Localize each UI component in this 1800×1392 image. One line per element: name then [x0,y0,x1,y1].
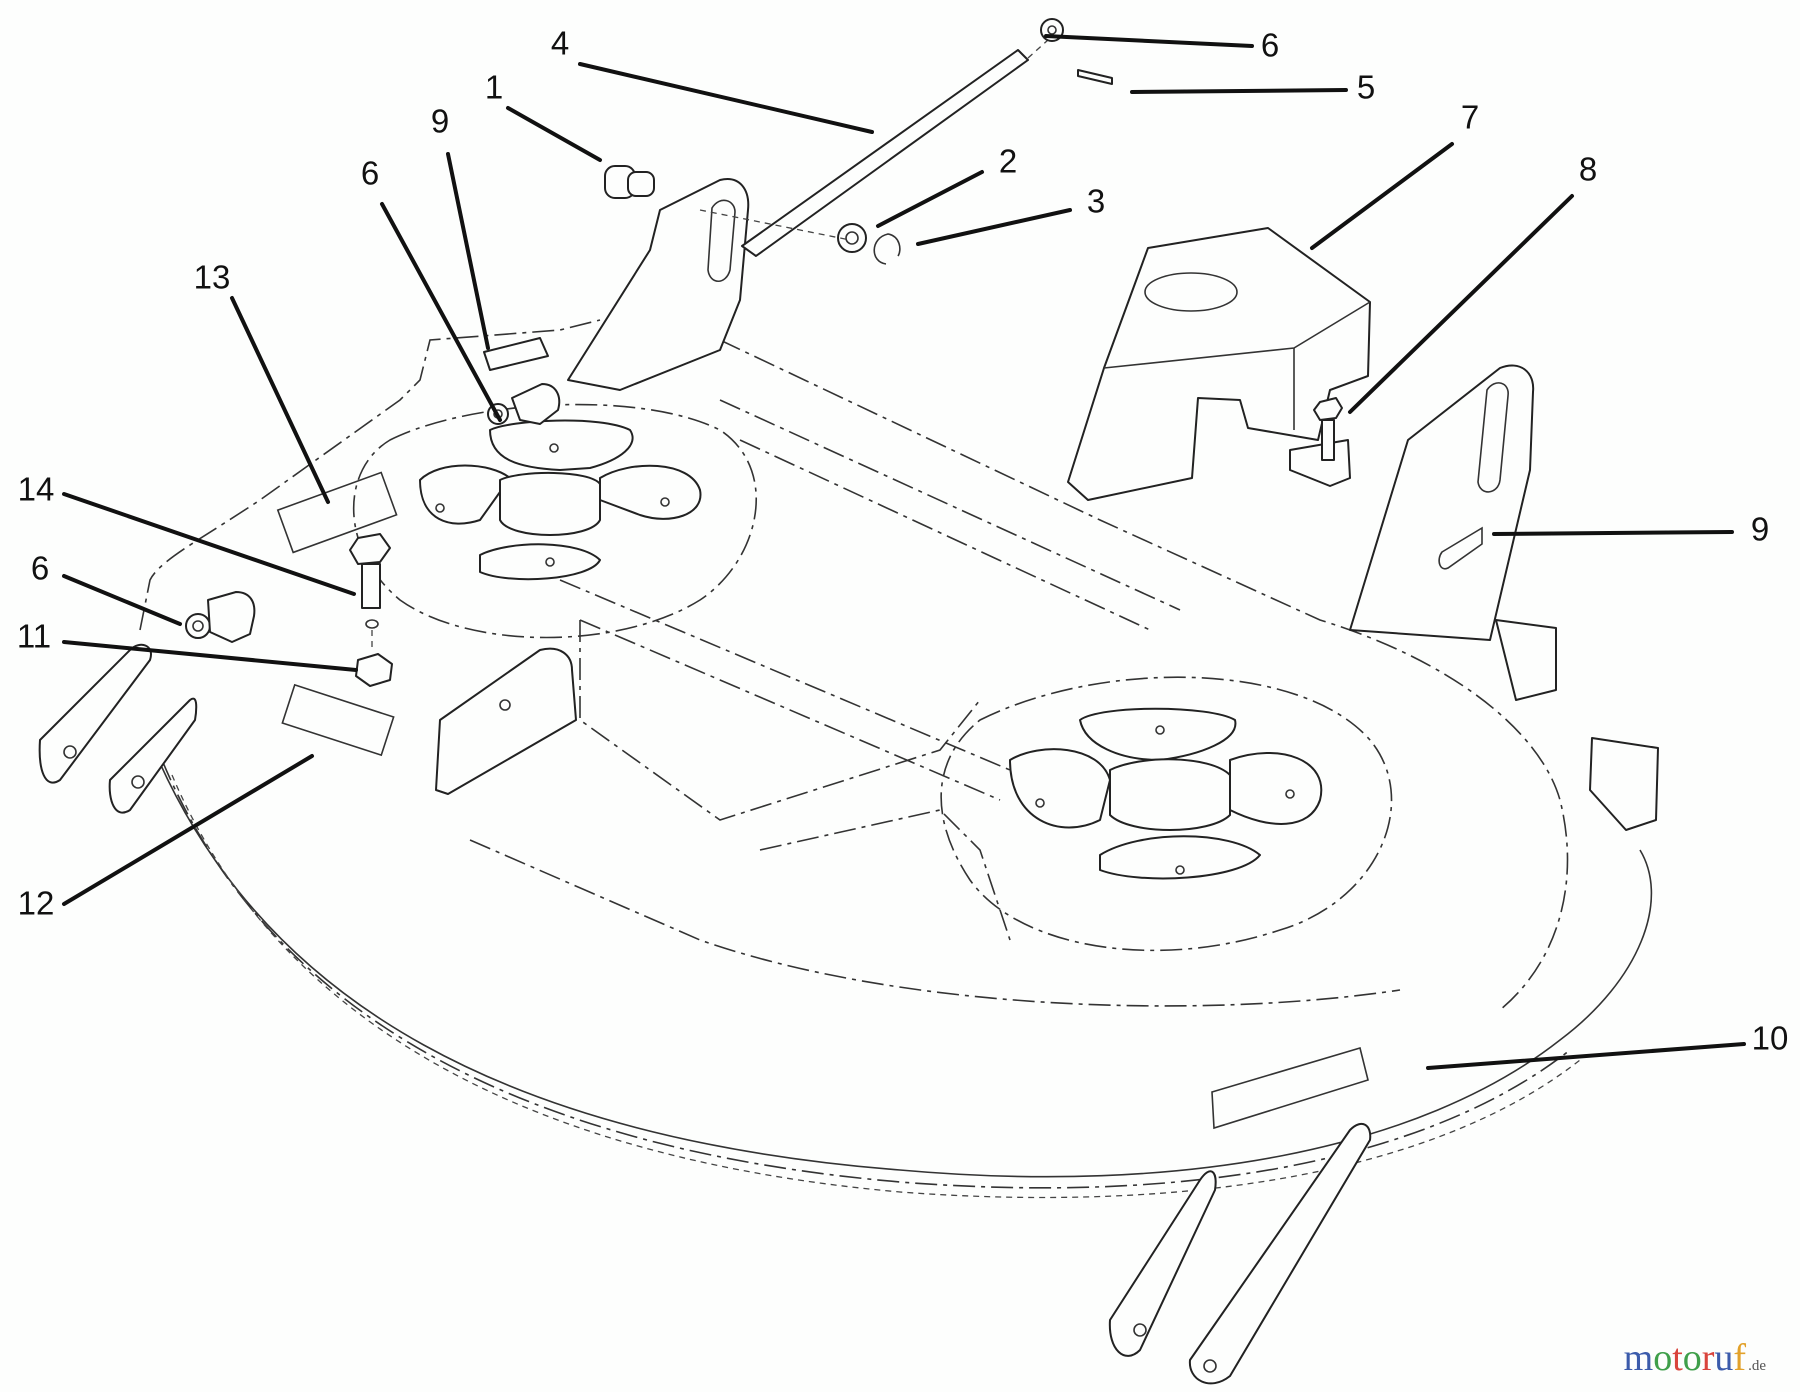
callout-number: 5 [1357,69,1375,106]
callout-number: 8 [1579,151,1597,188]
callout-4: 4 [551,25,874,134]
callout-number: 6 [31,550,49,587]
callout-number: 1 [485,69,503,106]
callout-number: 9 [431,103,449,140]
callout-14: 14 [18,471,356,596]
bolt-14 [349,533,391,650]
callout-number: 10 [1752,1020,1789,1057]
callout-number: 14 [18,471,55,508]
leader-line [506,106,602,162]
washer-2 [837,223,867,253]
decal-10 [1211,1046,1369,1130]
watermark-letter: o [1653,1337,1673,1379]
callout-2: 2 [876,143,1017,228]
watermark-letter: m [1623,1337,1654,1379]
callout-5: 5 [1130,69,1375,106]
leader-line [1492,530,1734,536]
callout-8: 8 [1348,151,1597,414]
leader-line [62,574,182,626]
callout-6: 6 [1044,27,1279,64]
leader-line [1426,1042,1746,1070]
bolt-8 [1313,397,1343,461]
front-hitch-arms [1108,1122,1372,1385]
callout-number: 6 [361,155,379,192]
left-spindle-mount [419,419,702,581]
callout-1: 1 [485,69,602,162]
rear-hitch-brackets [1495,619,1659,831]
leader-line [62,640,358,672]
leader-line [1130,88,1348,94]
callout-6: 6 [361,155,502,422]
watermark-letter: t [1672,1337,1683,1379]
watermark-logo: motoruf.de [1624,1336,1766,1380]
right-spindle-mount [1009,707,1323,880]
decal-13 [276,471,398,554]
leader-line [1348,194,1574,414]
leader-line [1310,142,1454,250]
washer-6-left [185,613,211,639]
leader-line [1044,34,1254,48]
decal-9-left [483,337,549,371]
callout-10: 10 [1426,1020,1789,1070]
callout-7: 7 [1310,99,1479,250]
callout-9: 9 [1492,511,1769,548]
callout-number: 11 [17,618,51,655]
callout-11: 11 [17,618,358,672]
spacer-block-left [207,591,256,643]
callout-6: 6 [31,550,182,626]
watermark-letter: r [1701,1337,1715,1379]
leader-line [578,62,874,134]
callout-number: 9 [1751,511,1769,548]
left-hitch-arms [38,643,198,814]
watermark-letter: f [1733,1337,1747,1379]
washer-2-hole [845,231,859,245]
callout-13: 13 [194,259,330,504]
leader-line [446,152,490,350]
watermark-tld: .de [1748,1358,1766,1374]
callout-number: 12 [18,885,55,922]
left-lift-bracket [567,178,750,391]
washer-6-top-hole [1047,25,1057,35]
mower-deck-shell [139,319,1653,1199]
callout-number: 3 [1087,183,1105,220]
leader-line [230,296,330,504]
leader-line [62,492,356,596]
leader-line [380,202,502,422]
callout-number: 2 [999,143,1017,180]
nut-11 [355,653,393,687]
callout-number: 6 [1261,27,1279,64]
lift-rod-4 [741,39,1049,257]
right-lift-bracket [1349,364,1535,641]
watermark-letter: u [1714,1337,1734,1379]
cotter-pin-5 [1077,69,1113,85]
decal-12 [281,683,395,757]
washer-6-left-hole [192,620,204,632]
callout-3: 3 [916,183,1105,246]
callout-number: 4 [551,25,569,62]
watermark-letter: o [1682,1337,1702,1379]
leader-line [876,170,984,228]
callout-number: 13 [194,259,231,296]
bushing-1 [604,165,655,199]
hairpin-clip-3 [873,233,901,265]
callout-9: 9 [431,103,490,350]
assembly-axis-1 [699,209,851,241]
spacer-block-mid [511,383,561,425]
leader-line [62,754,314,906]
front-baffle-bracket [435,647,577,795]
callout-12: 12 [18,754,314,922]
leader-line [916,208,1072,246]
callout-number: 7 [1461,99,1479,136]
